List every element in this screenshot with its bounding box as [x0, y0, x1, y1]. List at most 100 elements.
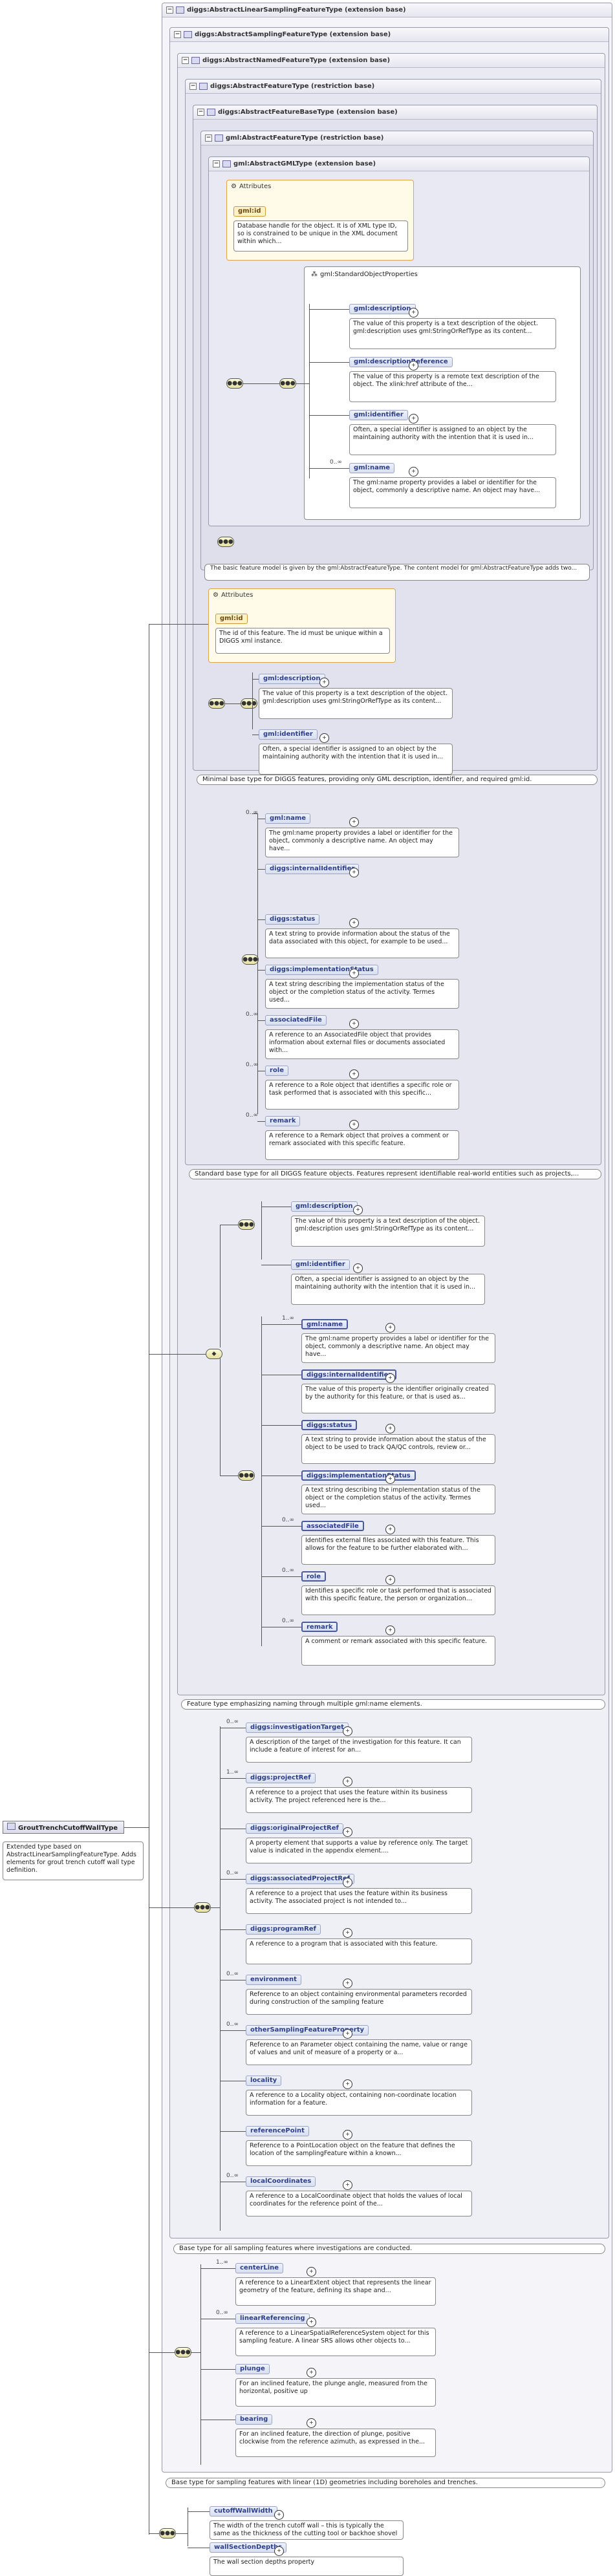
sequence-compositor[interactable]: ●●● [208, 698, 225, 709]
element-referencepoint[interactable]: referencePoint [246, 2126, 309, 2136]
element-gml-description[interactable]: gml:description [259, 674, 325, 684]
sequence-compositor[interactable]: ●●● [226, 378, 243, 389]
expand-icon[interactable]: + [343, 2180, 352, 2190]
element-role[interactable]: role [301, 1571, 327, 1582]
expand-icon[interactable]: + [385, 1424, 395, 1433]
element-diggs-programref[interactable]: diggs:programRef [246, 1924, 321, 1935]
sequence-compositor[interactable]: ●●● [241, 698, 257, 709]
element-diggs-internalidentifier[interactable]: diggs:internalIdentifier [301, 1369, 397, 1380]
expand-icon[interactable]: + [385, 1323, 395, 1333]
expand-icon[interactable]: + [343, 2029, 352, 2039]
collapse-toggle[interactable]: − [189, 83, 197, 90]
expand-icon[interactable]: + [349, 1019, 359, 1029]
collapse-toggle[interactable]: − [197, 109, 204, 116]
element-gml-description[interactable]: gml:description [291, 1201, 358, 1212]
gml-id-attribute[interactable]: gml:id [215, 614, 248, 624]
element-diggs-internalidentifier[interactable]: diggs:internalIdentifier [265, 864, 360, 874]
expand-icon[interactable]: + [349, 969, 359, 978]
expand-icon[interactable]: + [349, 1120, 359, 1130]
sequence-compositor[interactable]: ●●● [238, 1470, 255, 1481]
expand-icon[interactable]: + [307, 2368, 316, 2377]
expand-icon[interactable]: + [343, 1726, 352, 1736]
element-gml-identifier[interactable]: gml:identifier [259, 729, 318, 740]
collapse-toggle[interactable]: − [182, 57, 189, 64]
element-gml-descriptionreference[interactable]: gml:descriptionReference [349, 357, 453, 367]
expand-icon[interactable]: + [385, 1626, 395, 1635]
element-diggs-associatedprojectref[interactable]: diggs:associatedProjectRef [246, 1874, 355, 1884]
expand-icon[interactable]: + [343, 1777, 352, 1787]
expand-icon[interactable]: + [385, 1474, 395, 1484]
element-associatedfile[interactable]: associatedFile [301, 1521, 364, 1531]
base-note: Minimal base type for DIGGS features, pr… [197, 775, 598, 785]
expand-icon[interactable]: + [409, 414, 418, 424]
expand-icon[interactable]: + [343, 1878, 352, 1887]
expand-icon[interactable]: + [385, 1575, 395, 1585]
element-diggs-implementationstatus[interactable]: diggs:implementationStatus [301, 1470, 416, 1481]
expand-icon[interactable]: + [409, 467, 418, 477]
sequence-compositor[interactable]: ●●● [238, 1219, 255, 1230]
expand-icon[interactable]: + [409, 361, 418, 370]
element-linearreferencing[interactable]: linearReferencing [235, 2313, 310, 2324]
sequence-compositor[interactable]: ●●● [194, 1902, 211, 1913]
element-diggs-implementationstatus[interactable]: diggs:implementationStatus [265, 965, 378, 975]
element-localcoordinates[interactable]: localCoordinates [246, 2176, 316, 2187]
expand-icon[interactable]: + [343, 1827, 352, 1837]
element-remark[interactable]: remark [301, 1622, 338, 1632]
expand-icon[interactable]: + [349, 1069, 359, 1079]
element-gml-identifier[interactable]: gml:identifier [291, 1260, 350, 1270]
expand-icon[interactable]: + [274, 2546, 284, 2556]
sequence-compositor[interactable]: ●●● [217, 537, 234, 547]
expand-icon[interactable]: + [307, 2267, 316, 2277]
expand-icon[interactable]: + [307, 2317, 316, 2327]
expand-icon[interactable]: + [353, 1263, 363, 1273]
expand-icon[interactable]: + [409, 308, 418, 317]
element-diggs-projectref[interactable]: diggs:projectRef [246, 1773, 316, 1783]
element-environment[interactable]: environment [246, 1975, 301, 1985]
expand-icon[interactable]: + [353, 1205, 363, 1215]
element-cutoffwallwidth[interactable]: cutoffWallWidth [210, 2506, 277, 2517]
element-gml-name[interactable]: gml:name [349, 463, 395, 473]
element-diggs-originalprojectref[interactable]: diggs:originalProjectRef [246, 1823, 343, 1834]
gml-id-attribute[interactable]: gml:id [233, 206, 266, 217]
expand-icon[interactable]: + [307, 2418, 316, 2428]
element-gml-identifier[interactable]: gml:identifier [349, 410, 408, 420]
element-othersamplingfeatureproperty[interactable]: otherSamplingFeatureProperty [246, 2025, 369, 2035]
root-type[interactable]: GroutTrenchCutoffWallType [3, 1821, 124, 1834]
element-bearing[interactable]: bearing [235, 2414, 273, 2425]
element-plunge[interactable]: plunge [235, 2364, 270, 2374]
element-diggs-investigationtarget[interactable]: diggs:investigationTarget [246, 1723, 349, 1733]
collapse-toggle[interactable]: − [205, 134, 212, 142]
element-role[interactable]: role [265, 1066, 289, 1076]
expand-icon[interactable]: + [385, 1525, 395, 1534]
expand-icon[interactable]: + [319, 678, 329, 687]
sequence-compositor[interactable]: ●●● [242, 954, 259, 965]
element-gml-description[interactable]: gml:description [349, 304, 416, 314]
expand-icon[interactable]: + [343, 1928, 352, 1938]
expand-icon[interactable]: + [343, 2130, 352, 2140]
element-remark[interactable]: remark [265, 1116, 301, 1126]
expand-icon[interactable]: + [349, 918, 359, 928]
collapse-toggle[interactable]: − [166, 6, 173, 14]
element-gml-name[interactable]: gml:name [301, 1319, 349, 1329]
element-locality[interactable]: locality [246, 2076, 282, 2086]
sequence-compositor[interactable]: ●●● [175, 2347, 191, 2357]
element-associatedfile[interactable]: associatedFile [265, 1015, 327, 1025]
expand-icon[interactable]: + [343, 1979, 352, 1988]
collapse-toggle[interactable]: − [174, 31, 181, 38]
element-description: For an inclined feature, the plunge angl… [235, 2378, 436, 2407]
sequence-compositor[interactable]: ●●● [279, 378, 296, 389]
expand-icon[interactable]: + [319, 733, 329, 743]
expand-icon[interactable]: + [274, 2510, 284, 2520]
element-wallsectiondepths[interactable]: wallSectionDepths [210, 2542, 287, 2553]
expand-icon[interactable]: + [349, 868, 359, 877]
collapse-toggle[interactable]: − [213, 160, 220, 167]
sequence-compositor[interactable]: ●●● [159, 2528, 176, 2538]
choice-compositor[interactable]: ◆ [206, 1349, 222, 1359]
expand-icon[interactable]: + [349, 817, 359, 827]
expand-icon[interactable]: + [385, 1373, 395, 1383]
element-gml-name[interactable]: gml:name [265, 813, 311, 824]
element-centerline[interactable]: centerLine [235, 2263, 284, 2273]
element-diggs-status[interactable]: diggs:status [265, 914, 320, 925]
expand-icon[interactable]: + [343, 2079, 352, 2089]
element-diggs-status[interactable]: diggs:status [301, 1420, 358, 1430]
